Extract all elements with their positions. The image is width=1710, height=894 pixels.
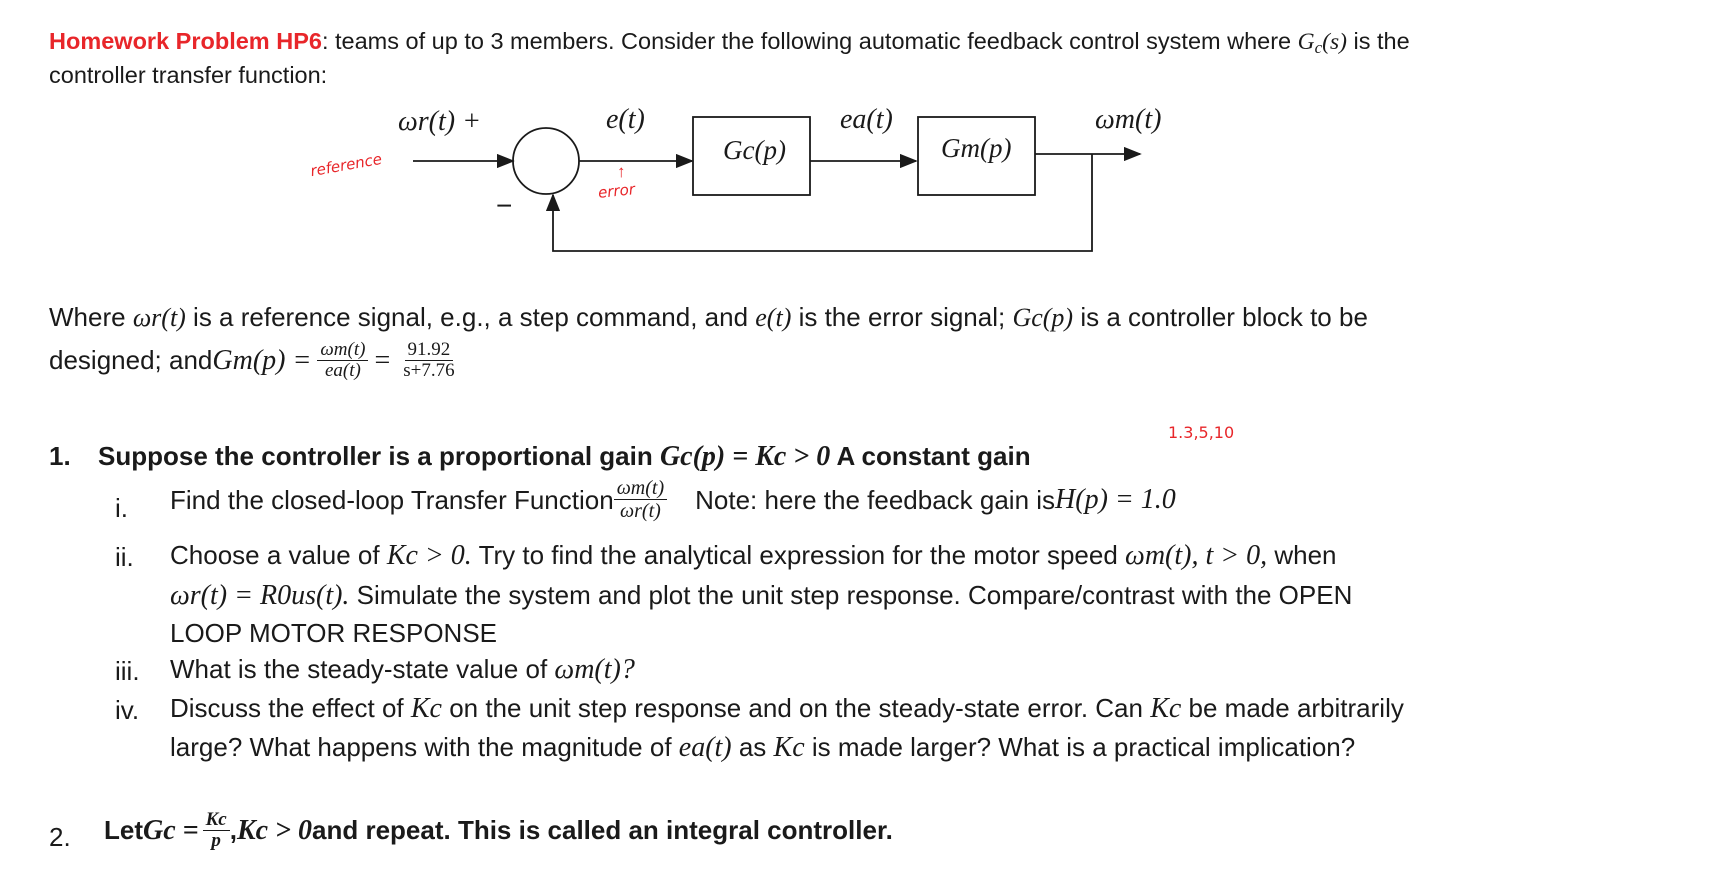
where-line-1: Where ωr(t) is a reference signal, e.g.,… xyxy=(49,302,1368,333)
q1-ii-line-2: ωr(t) = R0us(t). Simulate the system and… xyxy=(170,580,1352,612)
q1-iv-text: is made larger? What is a practical impl… xyxy=(804,732,1356,762)
q1-ii-wm: ωm(t), t > 0, xyxy=(1125,540,1268,571)
error-signal-label: e(t) xyxy=(606,104,645,135)
q2-gc: Gc = xyxy=(143,814,199,846)
gm-equation: Gm(p) = xyxy=(212,344,312,376)
q1-iv-ea: ea(t) xyxy=(678,732,732,763)
armature-signal-label: ea(t) xyxy=(840,104,893,135)
q1-iii-text: What is the steady-state value of ωm(t)? xyxy=(170,654,635,686)
where-wr: ωr(t) xyxy=(132,303,186,332)
q1-iv-kc: Kc xyxy=(1150,693,1182,724)
q1-iv-line-1: Discuss the effect of Kc on the unit ste… xyxy=(170,693,1404,725)
frac-num: ωm(t) xyxy=(317,340,369,361)
q1-title-text: Suppose the controller is a proportional… xyxy=(98,441,660,471)
q2-number: 2. xyxy=(49,822,71,852)
frac-den: ea(t) xyxy=(324,359,361,381)
q1-i-note: Note: here the feedback gain is xyxy=(695,484,1056,515)
header-text-end: is the xyxy=(1346,28,1410,54)
where-text: Where xyxy=(49,302,133,332)
handwritten-note: 1.3,5,10 xyxy=(1168,423,1235,442)
minus-sign: − xyxy=(496,190,513,221)
frac-den: ωr(t) xyxy=(620,500,661,522)
input-signal-label: ωr(t) + xyxy=(398,106,481,137)
q1-iv-kc: Kc xyxy=(410,693,442,724)
where-gc: Gc(p) xyxy=(1012,303,1074,332)
q1-i-body: Find the closed-loop Transfer Function xyxy=(170,484,614,515)
frac-den: s+7.76 xyxy=(403,359,455,381)
q1-ii-text: when xyxy=(1267,540,1337,570)
q1-iii-wm: ωm(t)? xyxy=(554,654,635,685)
frac-num: Kc xyxy=(202,810,230,831)
q1-ii-text: Simulate the system and plot the unit st… xyxy=(349,580,1353,610)
problem-label: Homework Problem HP6 xyxy=(49,28,322,54)
q1-iv-text: large? What happens with the magnitude o… xyxy=(170,732,679,762)
q1-title: Suppose the controller is a proportional… xyxy=(98,441,1031,473)
controller-block-label: Gc(p) xyxy=(723,135,786,165)
feedback-gain-eq: H(p) = 1.0 xyxy=(1055,484,1176,515)
q1-ii-line-1: Choose a value of Kc > 0. Try to find th… xyxy=(170,540,1337,572)
designed-text: designed; and xyxy=(49,345,213,376)
q1-i-text: Find the closed-loop Transfer Function ω… xyxy=(170,478,1176,523)
output-signal-label: ωm(t) xyxy=(1095,104,1162,135)
error-arrow: ↑ xyxy=(617,162,626,181)
frac-den: p xyxy=(211,829,221,851)
q1-iv-text: Discuss the effect of xyxy=(170,693,411,723)
equals-sign: = xyxy=(374,344,391,376)
q2-text-3: and repeat. This is called an integral c… xyxy=(312,815,893,846)
q1-iv-kc: Kc xyxy=(773,732,805,763)
where-text: is a reference signal, e.g., a step comm… xyxy=(185,302,756,332)
frac-num: ωm(t) xyxy=(613,478,668,500)
plant-block xyxy=(917,116,1036,196)
where-line-2: designed; and Gm(p) = ωm(t)ea(t) = 91.92… xyxy=(49,340,458,382)
q2-text-2: , xyxy=(229,815,237,846)
q1-iii-label: iii. xyxy=(115,656,140,686)
controller-block xyxy=(692,116,811,196)
q1-iv-text: be made arbitrarily xyxy=(1181,693,1404,723)
q1-number: 1. xyxy=(49,441,71,471)
q1-ii-text: Try to find the analytical expression fo… xyxy=(471,540,1126,570)
gm-fraction-1: ωm(t)ea(t) xyxy=(317,340,369,382)
frac-num: 91.92 xyxy=(404,340,454,361)
q1-tail: A constant gain xyxy=(830,441,1031,471)
header-gc: Gc(s) xyxy=(1297,29,1347,58)
plant-block-label: Gm(p) xyxy=(941,133,1012,163)
header-line-2: controller transfer function: xyxy=(49,62,328,88)
feedback-path xyxy=(545,154,1093,252)
q1-iv-text: on the unit step response and on the ste… xyxy=(441,693,1151,723)
q1-iii-body: What is the steady-state value of xyxy=(170,654,555,684)
q1-iv-label: iv. xyxy=(115,695,140,725)
q1-iv-line-2: large? What happens with the magnitude o… xyxy=(170,732,1355,764)
q1-ii-text: Choose a value of xyxy=(170,540,387,570)
q1-equation: Gc(p) = Kc > 0 xyxy=(659,441,831,472)
q1-ii-kc: Kc > 0. xyxy=(386,540,472,571)
q2-kc: Kc > 0 xyxy=(236,814,313,846)
q1-ii-label: ii. xyxy=(115,542,134,572)
q1-iv-text: as xyxy=(731,732,774,762)
where-text: is a controller block to be xyxy=(1073,302,1368,332)
block-diagram xyxy=(413,116,1142,252)
q1-ii-eq: ωr(t) = R0us(t). xyxy=(170,580,350,611)
header-line-1: Homework Problem HP6: teams of up to 3 m… xyxy=(49,28,1410,58)
where-e: e(t) xyxy=(755,303,792,332)
q1-i-label: i. xyxy=(115,493,128,523)
where-text: is the error signal; xyxy=(791,302,1013,332)
summing-junction xyxy=(512,127,580,195)
closed-loop-fraction: ωm(t)ωr(t) xyxy=(613,478,668,522)
error-note: error xyxy=(597,180,636,202)
q2-text-1: Let xyxy=(104,815,143,846)
q1-ii-line-3: LOOP MOTOR RESPONSE xyxy=(170,618,498,648)
header-text: : teams of up to 3 members. Consider the… xyxy=(321,28,1298,54)
